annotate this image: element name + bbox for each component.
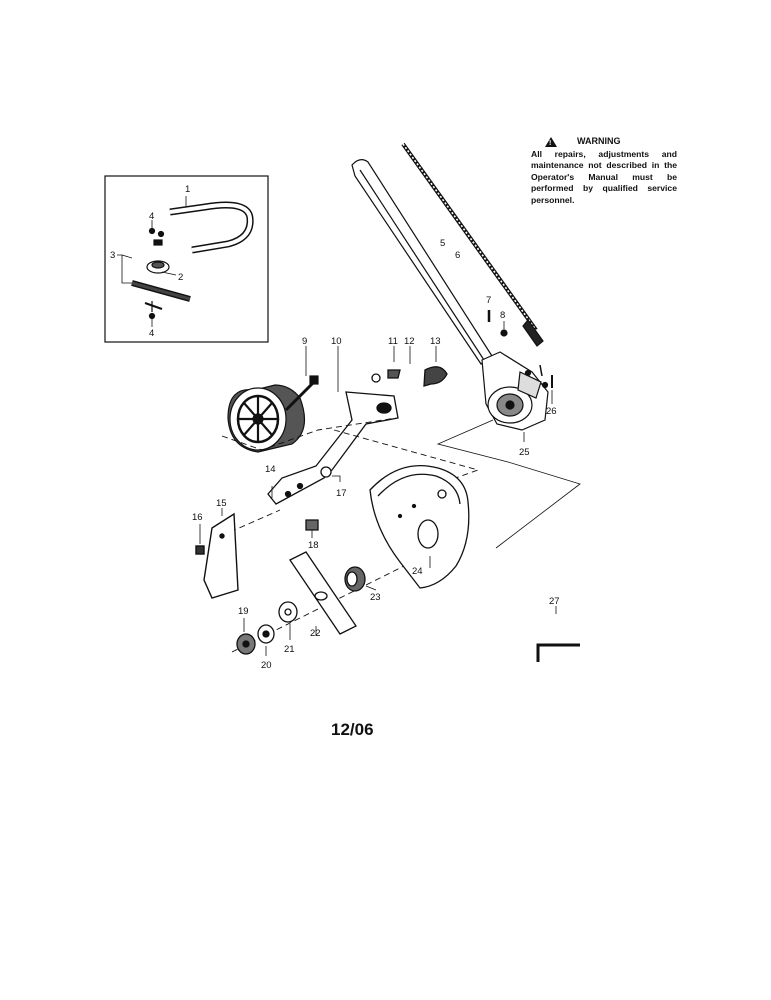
date-code: 12/06 <box>331 720 374 739</box>
callout-4-bottom: 4 <box>149 328 154 339</box>
callout-7: 7 <box>486 295 491 306</box>
warning-notice: WARNING All repairs, adjustments and mai… <box>531 136 677 206</box>
callout-19: 19 <box>238 606 249 617</box>
callout-5: 5 <box>440 238 445 249</box>
callout-11: 11 <box>388 336 398 347</box>
warning-triangle-icon <box>545 136 557 149</box>
callout-16: 16 <box>192 512 203 523</box>
callout-18: 18 <box>308 540 319 551</box>
callout-14: 14 <box>265 464 276 475</box>
callout-3: 3 <box>110 250 115 261</box>
callout-12: 12 <box>404 336 415 347</box>
callout-2: 2 <box>178 272 183 283</box>
callout-15: 15 <box>216 498 227 509</box>
callout-26: 26 <box>546 406 557 417</box>
hex-key <box>536 606 580 662</box>
callout-9: 9 <box>302 336 307 347</box>
callout-23: 23 <box>370 592 381 603</box>
callout-8: 8 <box>500 310 505 321</box>
callout-4-top: 4 <box>149 211 154 222</box>
gear-housing <box>436 351 581 549</box>
callout-22: 22 <box>310 628 321 639</box>
callout-17: 17 <box>336 488 347 499</box>
callout-25: 25 <box>519 447 530 458</box>
callout-21: 21 <box>284 644 295 655</box>
blade-hardware <box>236 551 377 656</box>
edger-shield <box>195 508 239 599</box>
callout-numbers: 1 2 3 4 4 5 6 7 8 9 10 11 12 13 14 15 16… <box>110 184 560 671</box>
blade-guard <box>369 464 470 589</box>
inset-handle-assembly <box>104 175 269 343</box>
callout-1: 1 <box>185 184 190 195</box>
warning-body: All repairs, adjustments and maintenance… <box>531 148 677 205</box>
callout-6: 6 <box>455 250 460 261</box>
edger-shaft <box>351 142 544 365</box>
warning-heading: WARNING <box>577 136 621 146</box>
callout-13: 13 <box>430 336 441 347</box>
callout-10: 10 <box>331 336 342 347</box>
callout-20: 20 <box>261 660 272 671</box>
callout-24: 24 <box>412 566 423 577</box>
callout-27: 27 <box>549 596 560 607</box>
wheel-bracket <box>267 346 448 538</box>
wheel-assembly <box>227 346 319 453</box>
